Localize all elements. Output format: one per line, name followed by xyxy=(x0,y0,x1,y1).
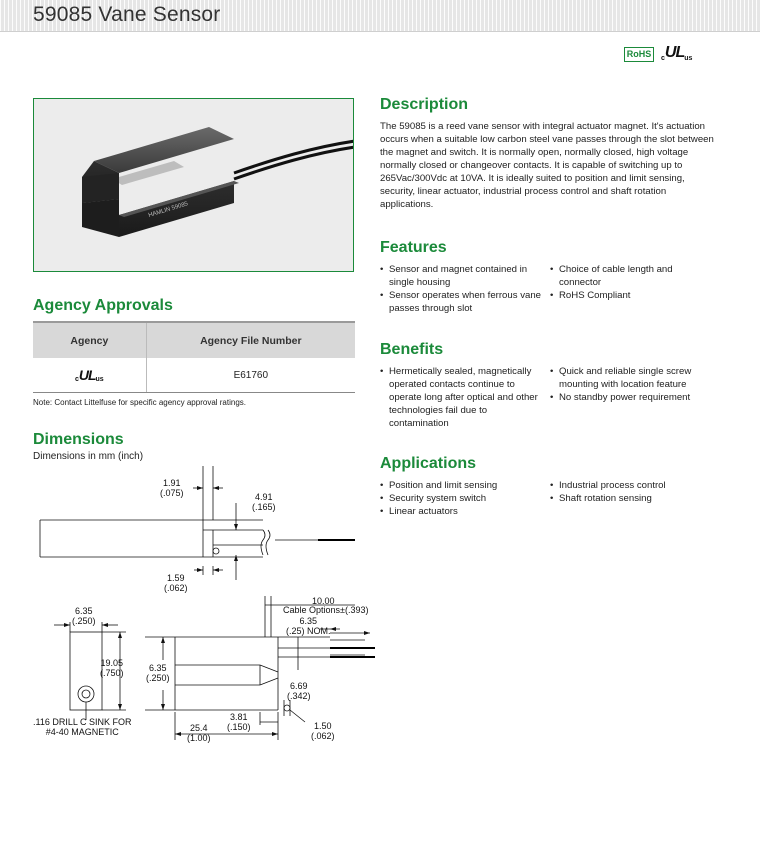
features-title: Features xyxy=(380,239,447,256)
benefits-list-2: Quick and reliable single screwmounting … xyxy=(550,365,720,404)
applications-title: Applications xyxy=(380,455,477,472)
header-bar: 59085 Vane Sensor xyxy=(0,0,760,32)
agency-table: Agency Agency File Number c UL us E61760 xyxy=(33,321,355,393)
dimensions-title: Dimensions xyxy=(33,431,124,448)
drill-note: .116 DRILL C SINK FOR#4-40 MAGNETIC xyxy=(33,717,132,737)
dim-6-35-nom: 6.35(.25) NOM. xyxy=(286,616,331,636)
dimensions-subtitle: Dimensions in mm (inch) xyxy=(33,451,144,462)
agency-table-header: Agency Agency File Number xyxy=(33,321,355,358)
list-item: Hermetically sealed, magneticallyoperate… xyxy=(380,365,548,430)
list-item: Security system switch xyxy=(380,492,548,505)
agency-cell: c UL us xyxy=(33,358,147,392)
dim-3-81: 3.81(.150) xyxy=(227,712,251,732)
description-text: The 59085 is a reed vane sensor with int… xyxy=(380,121,714,210)
benefits-title: Benefits xyxy=(380,341,444,358)
page-title: 59085 Vane Sensor xyxy=(33,3,221,26)
list-item: Quick and reliable single screwmounting … xyxy=(550,365,720,391)
list-item: Sensor operates when ferrous vanepasses … xyxy=(380,289,545,315)
list-item: Industrial process control xyxy=(550,479,720,492)
applications-list-2: Industrial process control Shaft rotatio… xyxy=(550,479,720,505)
list-item: Position and limit sensing xyxy=(380,479,548,492)
dim-1-91: 1.91(.075) xyxy=(160,478,184,498)
dim-10-00: 10.00 xyxy=(312,596,335,606)
dim-25-4: 25.4(1.00) xyxy=(187,723,211,743)
table-row: c UL us E61760 xyxy=(33,358,355,393)
dim-6-35-end: 6.35(.250) xyxy=(72,606,96,626)
product-photo: HAMLIN 59085 xyxy=(33,98,356,272)
applications-list-1: Position and limit sensing Security syst… xyxy=(380,479,548,518)
cable-options-label: Cable Options±(.393) xyxy=(283,605,369,615)
list-item: Shaft rotation sensing xyxy=(550,492,720,505)
file-number-header: Agency File Number xyxy=(200,334,302,347)
agency-header: Agency xyxy=(33,323,147,358)
benefits-list-1: Hermetically sealed, magneticallyoperate… xyxy=(380,365,548,430)
dim-6-35-side: 6.35(.250) xyxy=(146,663,170,683)
file-number-cell: E61760 xyxy=(233,369,269,381)
dim-19-05: 19.05(.750) xyxy=(100,658,124,678)
agency-approvals-title: Agency Approvals xyxy=(33,297,173,314)
vane-sensor-image: HAMLIN 59085 xyxy=(82,127,356,237)
dim-4-91: 4.91(.165) xyxy=(252,492,276,512)
dim-1-50: 1.50(.062) xyxy=(311,721,335,741)
culus-logo: c UL us xyxy=(74,367,104,383)
dim-1-59: 1.59(.062) xyxy=(164,573,188,593)
list-item: Linear actuators xyxy=(380,505,548,518)
rohs-badge: RoHS xyxy=(624,47,654,62)
description-title: Description xyxy=(380,96,469,113)
dim-6-69: 6.69(.342) xyxy=(287,681,311,701)
list-item: No standby power requirement xyxy=(550,391,720,404)
culus-logo: c UL us xyxy=(661,44,693,62)
list-item: RoHS Compliant xyxy=(550,289,720,302)
approval-note: Note: Contact Littelfuse for specific ag… xyxy=(33,398,246,407)
